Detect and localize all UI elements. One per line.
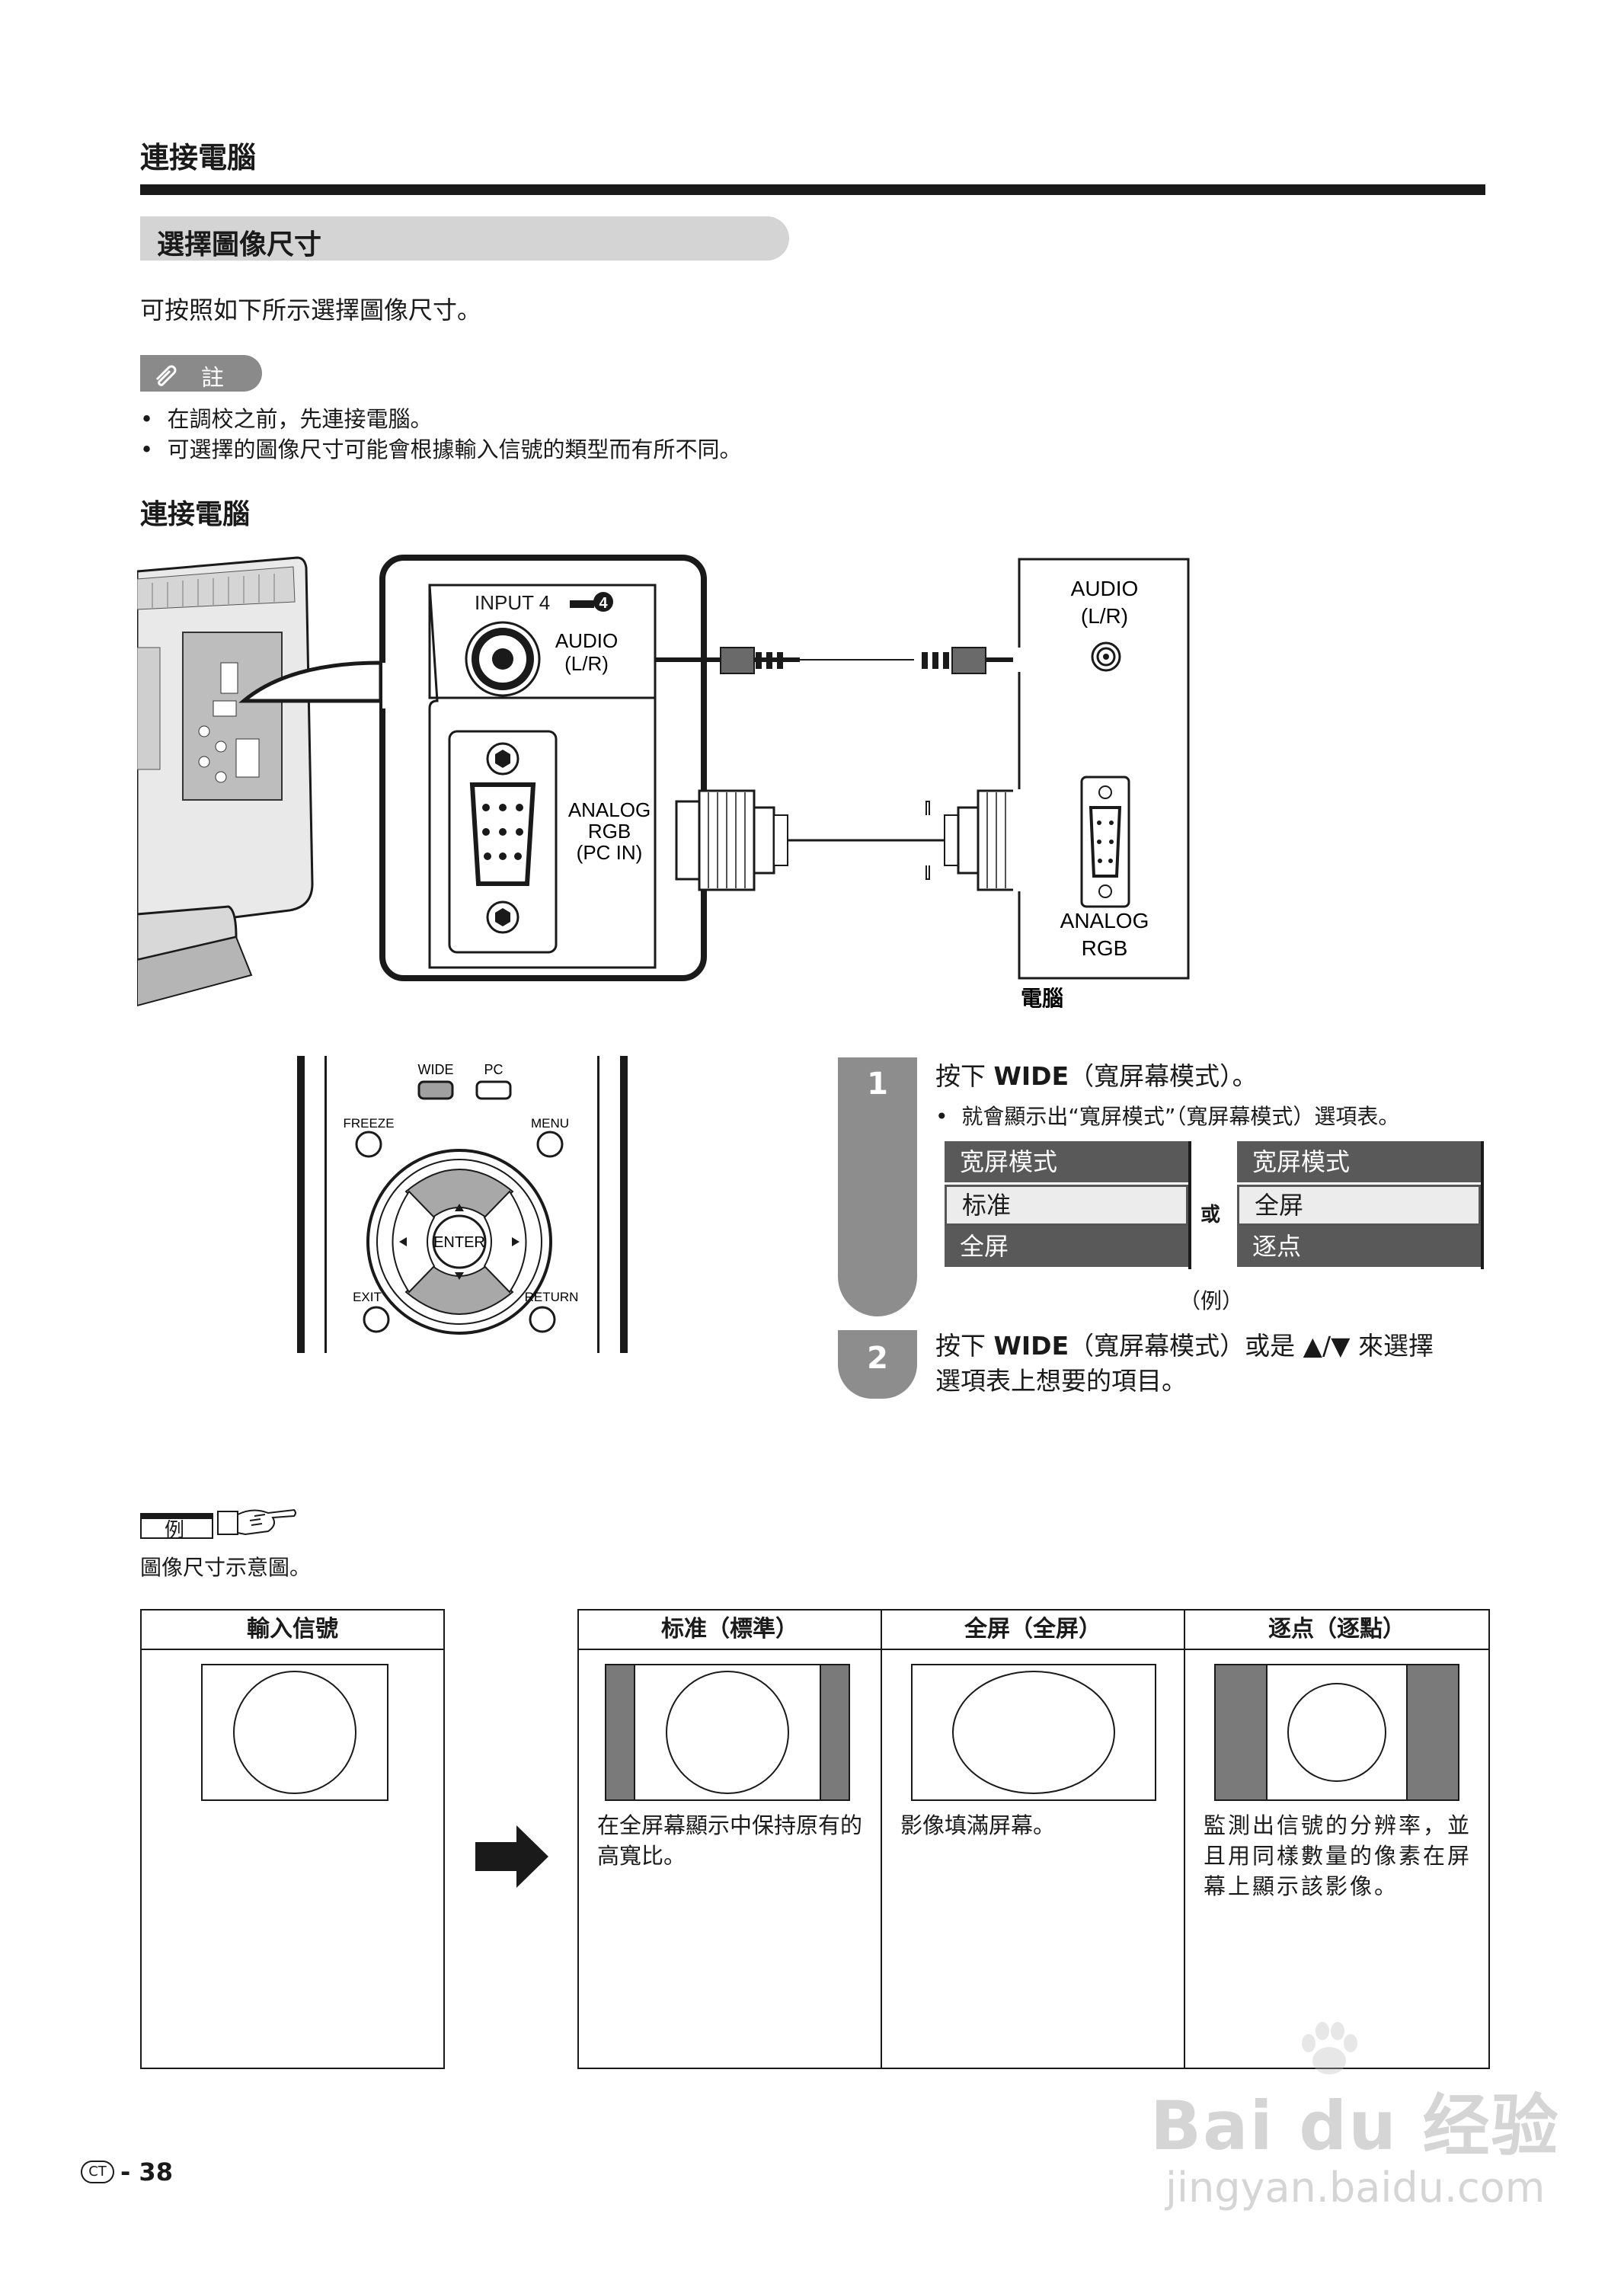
watermark-line1: Bai du 经验 — [1150, 2087, 1560, 2165]
triangle-down-icon — [455, 1272, 464, 1280]
tv-input-panel: INPUT 4 4 AUDIO (L/R) ANALOG RGB (PC IN) — [379, 555, 707, 981]
pc-panel: AUDIO (L/R) ANALOG RGB — [1013, 558, 1190, 980]
remote-control-illustration: WIDE PC FREEZE MENU ENTER EXIT RETURN — [297, 1056, 628, 1353]
example-note: （例） — [1179, 1288, 1244, 1313]
menu-a-item-selected[interactable]: 标准 — [945, 1185, 1188, 1226]
pc-audio-label: AUDIO — [1071, 577, 1139, 600]
input-signal-column: 輸入信號 — [140, 1609, 445, 2069]
enter-key-label: ENTER — [433, 1234, 485, 1251]
step-2-number: 2 — [867, 1341, 888, 1376]
paw-logo-icon — [1302, 2022, 1357, 2074]
menu-key-label: MENU — [531, 1116, 569, 1131]
triangle-left-icon — [399, 1237, 407, 1246]
step-1-instruction: 按下 WIDE（寬屏幕模式）。 — [935, 1061, 1258, 1091]
region-badge: CT — [81, 2161, 114, 2183]
column-description: 影像填滿屏幕。 — [900, 1812, 1056, 1838]
column-header: 輸入信號 — [142, 1610, 443, 1650]
column-description: 監測出信號的分辨率，並且用同樣數量的像素在屏幕上顯示該影像。 — [1204, 1812, 1472, 1899]
step-2-instruction: 按下 WIDE（寬屏幕模式）或是 ▲/▼ 來選擇 選項表上想要的項目。 — [935, 1331, 1434, 1396]
menu-a-item[interactable]: 全屏 — [945, 1226, 1188, 1269]
pc-analog-label-2: RGB — [1082, 936, 1128, 960]
right-arrow-button[interactable] — [483, 1190, 527, 1294]
step-1-bullet: • 就會顯示出“寬屏模式”（寬屏幕模式）選項表。 — [935, 1104, 1400, 1129]
region-badge-label: CT — [88, 2164, 107, 2180]
enter-button[interactable] — [432, 1214, 487, 1269]
input-signal-screen — [201, 1664, 388, 1801]
wide-button[interactable] — [417, 1080, 454, 1100]
connect-heading: 連接電腦 — [140, 499, 251, 530]
page-number: - 38 — [120, 2157, 173, 2186]
tv-audio-label: AUDIO — [555, 629, 618, 652]
tv-analog-label-3: (PC IN) — [577, 841, 643, 864]
menu-b-item[interactable]: 逐点 — [1237, 1226, 1481, 1269]
subsection-title: 選擇圖像尺寸 — [157, 229, 322, 261]
standard-mode-screen — [605, 1664, 850, 1801]
full-mode-column: 全屏（全屏） 影像填滿屏幕。 — [881, 1609, 1185, 2069]
column-description: 在全屏幕顯示中保持原有的高寬比。 — [597, 1812, 863, 1869]
freeze-key-label: FREEZE — [343, 1116, 394, 1131]
column-header: 全屏（全屏） — [882, 1610, 1184, 1650]
tv-analog-label-1: ANALOG — [568, 798, 651, 821]
input-badge-icon — [593, 592, 613, 612]
step-1-number: 1 — [867, 1067, 888, 1102]
example-tag: 例 — [140, 1513, 213, 1542]
menu-a-title: 宽屏模式 — [945, 1141, 1188, 1185]
pc-analog-label-1: ANALOG — [1060, 909, 1149, 932]
note-list: • 在調校之前，先連接電腦。 • 可選擇的圖像尺寸可能會根據輸入信號的類型而有所… — [140, 404, 742, 465]
dot-by-dot-screen — [1214, 1664, 1459, 1801]
wide-mode-menu-b: 宽屏模式 全屏 逐点 — [1237, 1141, 1484, 1269]
tv-back-illustration — [137, 556, 314, 1007]
tv-audio-sublabel: (L/R) — [564, 652, 609, 675]
paperclip-icon — [155, 365, 177, 386]
pc-audio-sublabel: (L/R) — [1081, 604, 1128, 628]
step-2-marker: 2 — [838, 1330, 917, 1399]
note-item: • 在調校之前，先連接電腦。 — [140, 406, 433, 432]
exit-button[interactable] — [363, 1306, 390, 1333]
rgb-cable — [675, 789, 1057, 891]
note-tag-label: 註 — [201, 365, 224, 392]
step-1-marker: 1 — [838, 1057, 917, 1316]
dot-by-dot-column: 逐点（逐點） 監測出信號的分辨率，並且用同樣數量的像素在屏幕上顯示該影像。 — [1184, 1609, 1490, 2069]
intro-text: 可按照如下所示選擇圖像尺寸。 — [140, 296, 482, 325]
menu-b-title: 宽屏模式 — [1237, 1141, 1481, 1185]
example-tag-label: 例 — [165, 1519, 185, 1542]
exit-key-label: EXIT — [353, 1290, 382, 1304]
column-header: 标准（標準） — [579, 1610, 881, 1650]
standard-mode-column: 标准（標準） 在全屏幕顯示中保持原有的高寬比。 — [577, 1609, 882, 2069]
watermark-line2: jingyan.baidu.com — [1165, 2164, 1546, 2212]
example-caption: 圖像尺寸示意圖。 — [140, 1555, 312, 1580]
section-divider — [140, 184, 1485, 195]
or-label: 或 — [1200, 1204, 1221, 1227]
wide-key-label: WIDE — [418, 1062, 454, 1077]
section-title: 連接電腦 — [140, 141, 257, 174]
full-mode-screen — [911, 1664, 1156, 1801]
pc-caption: 電腦 — [1021, 987, 1063, 1010]
down-arrow-button[interactable] — [404, 1265, 514, 1315]
return-button[interactable] — [529, 1306, 556, 1333]
input-badge-number: 4 — [599, 595, 608, 612]
triangle-right-icon — [512, 1237, 519, 1246]
connection-diagram: INPUT 4 4 AUDIO (L/R) ANALOG RGB (PC IN) — [137, 555, 1190, 1010]
note-item: • 可選擇的圖像尺寸可能會根據輸入信號的類型而有所不同。 — [140, 437, 742, 462]
menu-b-item-selected[interactable]: 全屏 — [1237, 1185, 1481, 1226]
input-label: INPUT 4 — [475, 591, 550, 614]
wide-mode-menu-a: 宽屏模式 标准 全屏 — [945, 1141, 1191, 1269]
triangle-up-icon — [455, 1204, 464, 1211]
menu-button[interactable] — [536, 1131, 564, 1158]
note-tag: 註 — [140, 355, 262, 392]
column-header: 逐点（逐點） — [1185, 1610, 1488, 1650]
up-arrow-button[interactable] — [404, 1169, 514, 1219]
tv-analog-label-2: RGB — [588, 820, 631, 843]
audio-cable — [655, 647, 1063, 674]
arrow-right-icon — [475, 1825, 548, 1888]
pc-key-label: PC — [484, 1062, 503, 1077]
freeze-button[interactable] — [355, 1131, 382, 1158]
left-arrow-button[interactable] — [392, 1190, 436, 1294]
subsection-banner: 選擇圖像尺寸 — [140, 216, 789, 261]
pointing-hand-icon — [217, 1508, 296, 1536]
return-key-label: RETURN — [525, 1290, 579, 1304]
pc-button[interactable] — [475, 1080, 512, 1100]
